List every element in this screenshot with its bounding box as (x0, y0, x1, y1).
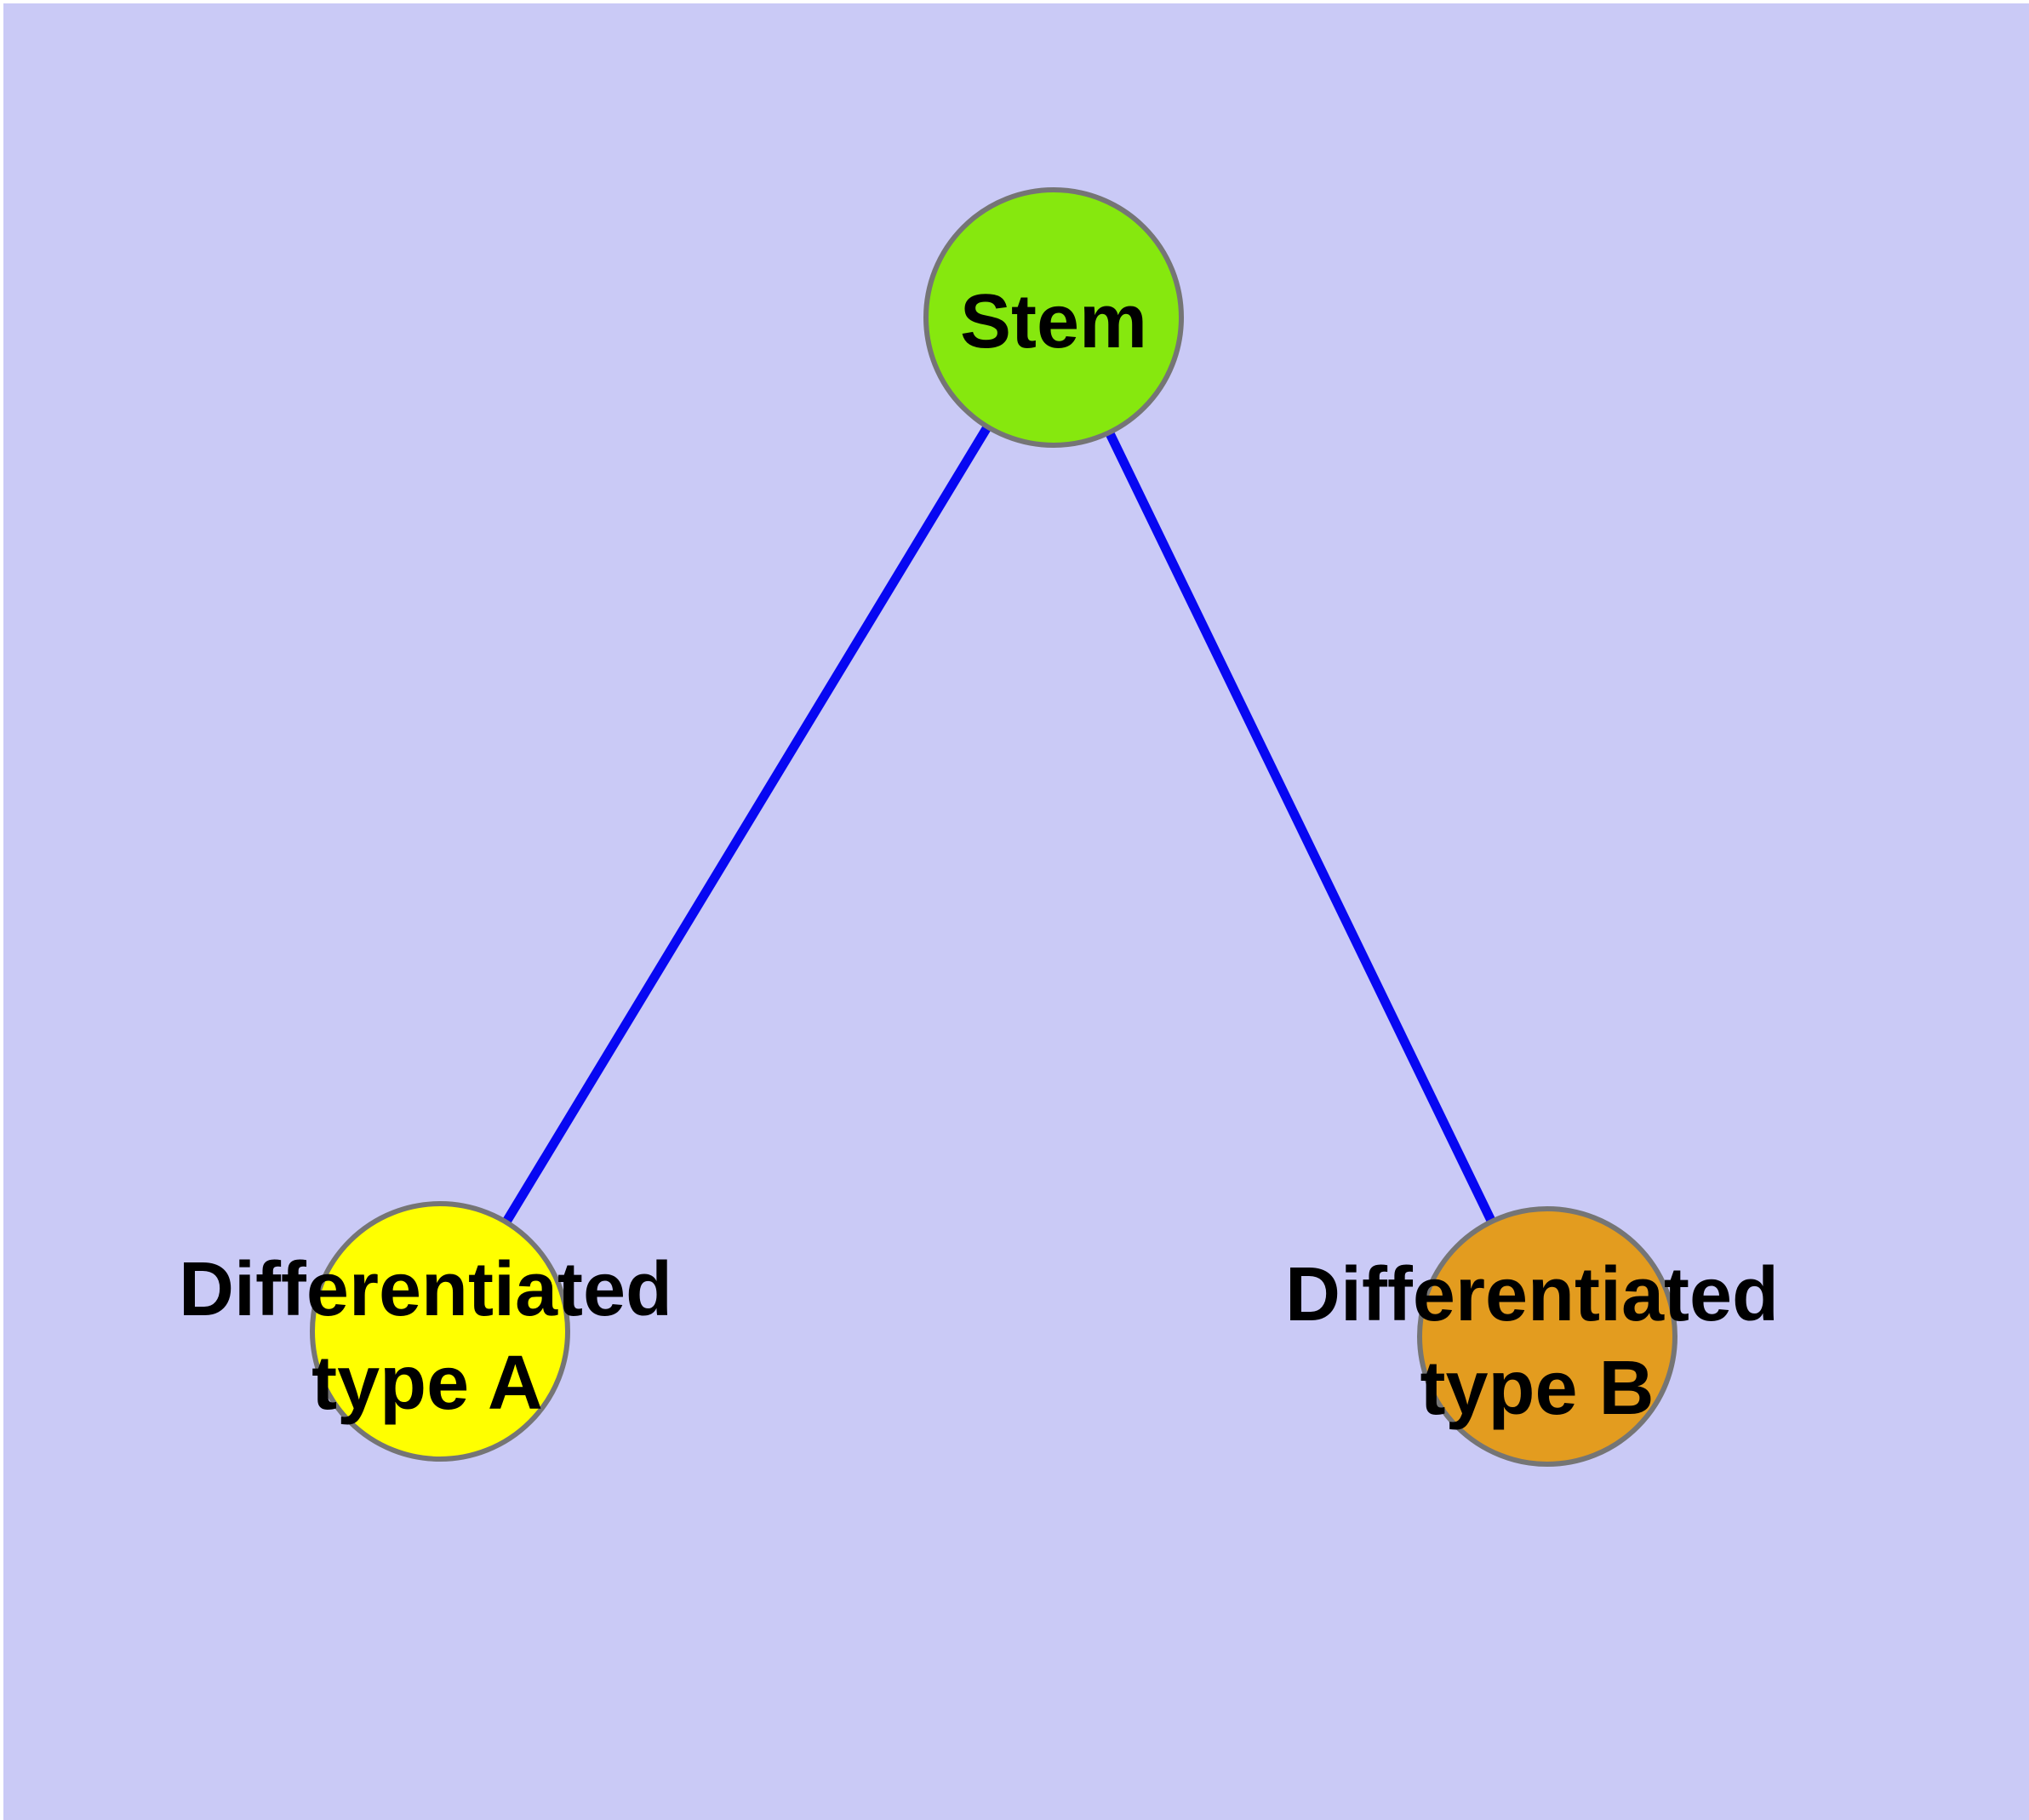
node-type-a-label-line2: type A (311, 1341, 543, 1426)
node-type-b-circle[interactable] (1417, 1206, 1677, 1467)
edge-stem-to-type-b (1049, 315, 1552, 1339)
node-stem-label: Stem (960, 279, 1147, 364)
node-type-a-circle[interactable] (310, 1201, 570, 1462)
node-type-b-label-line1: Differentiated (1285, 1252, 1779, 1337)
edge-stem-to-type-a (436, 315, 1058, 1334)
node-stem-circle[interactable] (923, 187, 1184, 448)
node-type-a-label-line1: Differentiated (179, 1247, 672, 1332)
node-type-b-label-line2: type B (1420, 1346, 1654, 1431)
